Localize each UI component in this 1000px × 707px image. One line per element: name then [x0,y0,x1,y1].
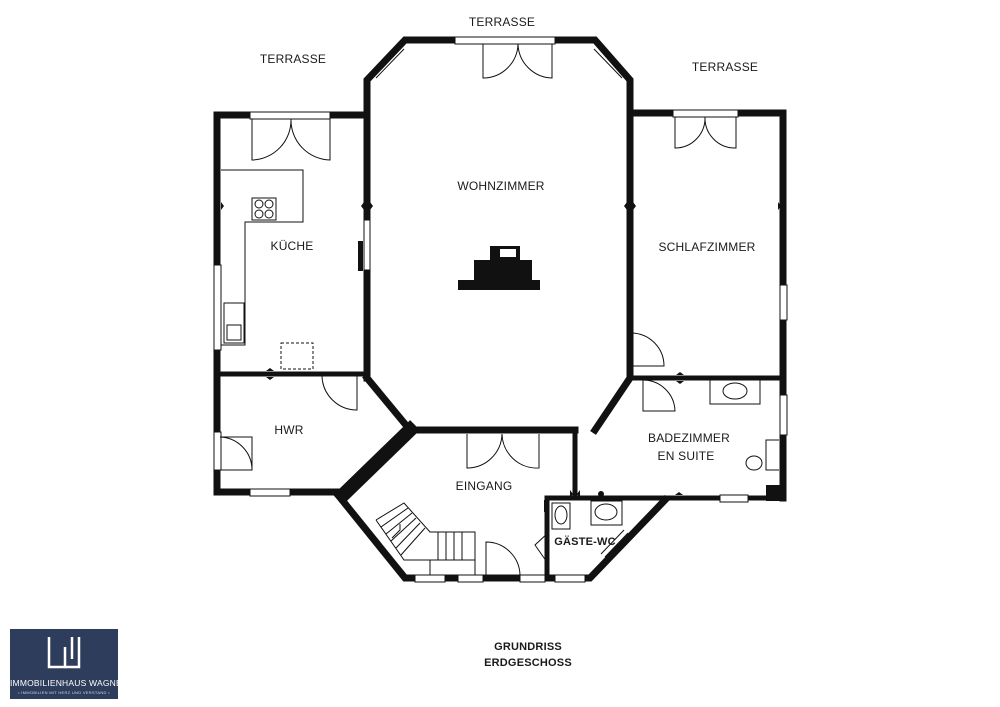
label-gaeste-wc: GÄSTE-WC [554,536,616,548]
logo-tagline: • IMMOBILIEN MIT HERZ UND VERSTAND • [18,690,110,695]
kitchen-appliance [358,241,363,271]
label-schlafzimmer: SCHLAFZIMMER [658,240,756,254]
wall-markers [221,202,781,498]
kitchen-counter [221,169,314,370]
label-badezimmer: BADEZIMMER [647,431,731,445]
doors [219,43,737,577]
caption-erdgeschoss: ERDGESCHOSS [484,657,572,669]
label-en-suite: EN SUITE [657,449,715,463]
staircase [375,502,476,575]
diagonal-windows [371,44,629,558]
label-hwr: HWR [274,423,304,437]
label-eingang: EINGANG [455,479,513,493]
label-wohnzimmer: WOHNZIMMER [457,179,545,193]
bath-fixtures [551,379,779,530]
label-terrasse-top: TERRASSE [468,15,536,29]
fireplace-icon [458,246,540,290]
windows [213,36,788,583]
wc-sill [544,500,548,512]
wagner-w-logo-icon [47,637,81,669]
company-logo: IMMOBILIENHAUS WAGNER • IMMOBILIEN MIT H… [10,629,129,699]
faucet-icon [598,491,604,497]
label-terrasse-left: TERRASSE [259,52,327,66]
wall-block [766,485,783,501]
logo-company-name: IMMOBILIENHAUS WAGNER [10,678,129,688]
walls [213,36,787,582]
caption-grundriss: GRUNDRISS [494,641,562,653]
label-terrasse-right: TERRASSE [691,60,759,74]
label-kueche: KÜCHE [270,239,314,253]
